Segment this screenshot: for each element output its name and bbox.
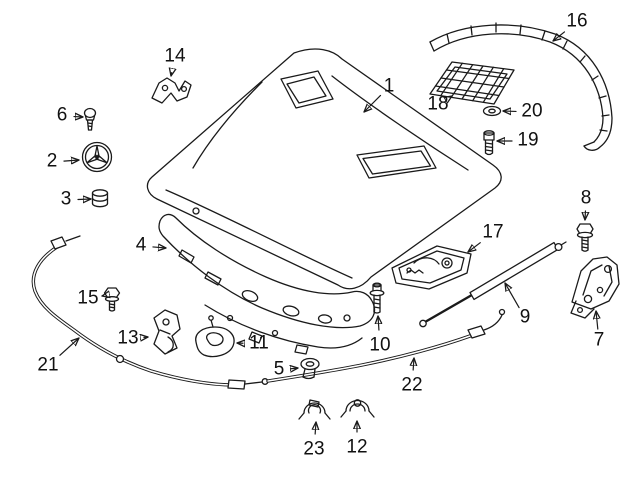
part-hood (146, 48, 502, 290)
callout-2[interactable]: 2 (46, 150, 58, 172)
part-washer-20 (482, 105, 502, 117)
part-release-cable-21 (31, 235, 269, 390)
callout-22[interactable]: 22 (401, 374, 423, 396)
part-gas-strut (419, 241, 567, 328)
part-inner-panel (158, 213, 376, 355)
callout-7[interactable]: 7 (593, 329, 605, 351)
callout-18[interactable]: 18 (427, 93, 449, 115)
part-hinge (570, 256, 620, 319)
part-clip-23 (298, 399, 331, 420)
part-latch-assembly-17 (391, 245, 472, 290)
callout-11[interactable]: 11 (249, 332, 269, 354)
callout-13[interactable]: 13 (117, 327, 139, 349)
callout-arrow-23 (315, 422, 316, 435)
callout-6[interactable]: 6 (56, 104, 68, 126)
part-grommet (91, 189, 109, 208)
callout-arrow-21 (59, 338, 79, 356)
part-weatherstrip (429, 22, 613, 151)
part-bolt-8 (576, 223, 594, 252)
callout-21[interactable]: 21 (37, 354, 59, 376)
callout-4[interactable]: 4 (135, 234, 147, 256)
callout-20[interactable]: 20 (521, 100, 543, 122)
callout-arrows (59, 31, 598, 435)
callout-5[interactable]: 5 (273, 358, 285, 380)
callout-arrow-14 (171, 73, 172, 76)
part-striker-plate (195, 315, 235, 358)
part-clip-12 (340, 399, 375, 418)
callout-9[interactable]: 9 (519, 306, 531, 328)
part-bolt-15 (103, 287, 121, 312)
callout-arrow-9 (505, 283, 520, 309)
callout-17[interactable]: 17 (482, 221, 504, 243)
callout-19[interactable]: 19 (517, 129, 539, 151)
callout-arrow-1 (364, 94, 382, 112)
callout-arrow-22 (413, 358, 414, 371)
callout-arrow-16 (553, 31, 566, 41)
part-latch (153, 309, 181, 355)
callout-arrow-5 (291, 368, 298, 369)
callout-8[interactable]: 8 (580, 187, 592, 209)
callout-10[interactable]: 10 (369, 334, 391, 356)
callout-23[interactable]: 23 (303, 438, 325, 460)
callout-arrow-4 (152, 247, 166, 248)
callout-arrow-17 (468, 242, 481, 252)
callout-arrow-2 (63, 160, 79, 161)
callout-arrow-3 (77, 199, 91, 200)
part-vent-grille (429, 61, 515, 105)
callout-1[interactable]: 1 (383, 75, 395, 97)
part-pin-6 (83, 107, 97, 131)
part-bracket-14 (151, 77, 192, 104)
part-release-cable-22 (266, 308, 506, 383)
part-bolt-19 (483, 130, 495, 156)
part-bolt-10 (369, 282, 385, 314)
callout-15[interactable]: 15 (77, 287, 99, 309)
callout-14[interactable]: 14 (164, 45, 186, 67)
callout-3[interactable]: 3 (60, 188, 72, 210)
callout-16[interactable]: 16 (566, 10, 588, 32)
callout-arrow-10 (378, 316, 379, 331)
callout-12[interactable]: 12 (346, 436, 368, 458)
part-emblem (81, 141, 113, 173)
part-clip-5 (300, 357, 320, 380)
callout-arrow-7 (596, 311, 598, 330)
